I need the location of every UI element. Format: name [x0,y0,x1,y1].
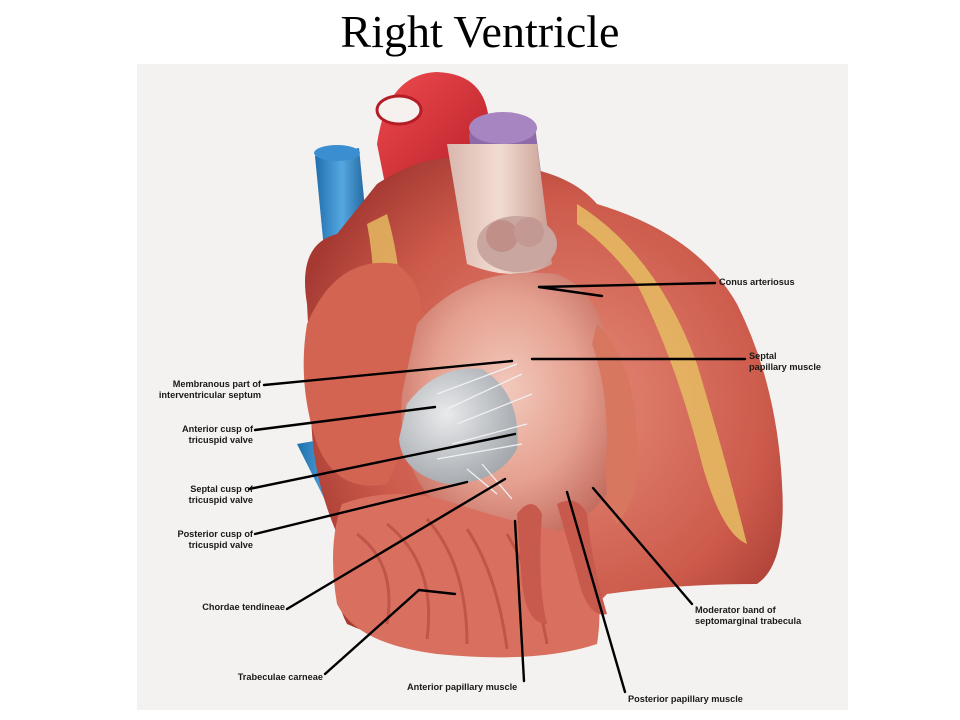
leader-posterior-cusp [253,480,469,536]
heart-illustration: Conus arteriosus Septal papillary muscle… [137,64,848,710]
conus-tube [447,144,557,274]
label-membranous-septum: Membranous part of interventricular sept… [158,379,261,400]
leader-conus [537,281,717,289]
label-trabeculae-carneae: Trabeculae carneae [237,672,323,682]
leader-posterior-papillary [565,490,627,694]
leader-membranous [262,359,514,387]
tricuspid-valve [399,363,533,500]
right-auricle [303,262,422,486]
leader-trabeculae-2 [417,588,457,596]
label-conus-arteriosus: Conus arteriosus [719,277,795,287]
label-posterior-papillary-muscle: Posterior papillary muscle [628,694,743,704]
leader-anterior-papillary [513,519,526,683]
label-chordae-tendineae: Chordae tendineae [202,602,285,612]
label-septal-cusp: Septal cusp of tricuspid valve [188,484,253,505]
leader-septal-cusp [247,432,517,491]
anterior-papillary-muscle-shape [517,504,547,624]
label-posterior-cusp: Posterior cusp of tricuspid valve [177,529,253,550]
leader-anterior-cusp [253,405,437,432]
septal-wall [592,324,638,524]
leader-trabeculae [323,588,421,676]
label-anterior-papillary-muscle: Anterior papillary muscle [407,682,518,692]
leader-conus-2 [537,285,604,298]
leader-moderator [591,486,694,606]
label-anterior-cusp: Anterior cusp of tricuspid valve [182,424,253,445]
leader-lines [247,281,747,694]
label-moderator-band: Moderator band of septomarginal trabecul… [695,605,802,626]
leader-chordae [285,477,507,611]
label-septal-papillary-muscle: Septal papillary muscle [749,351,822,372]
slide-title: Right Ventricle [340,6,620,57]
